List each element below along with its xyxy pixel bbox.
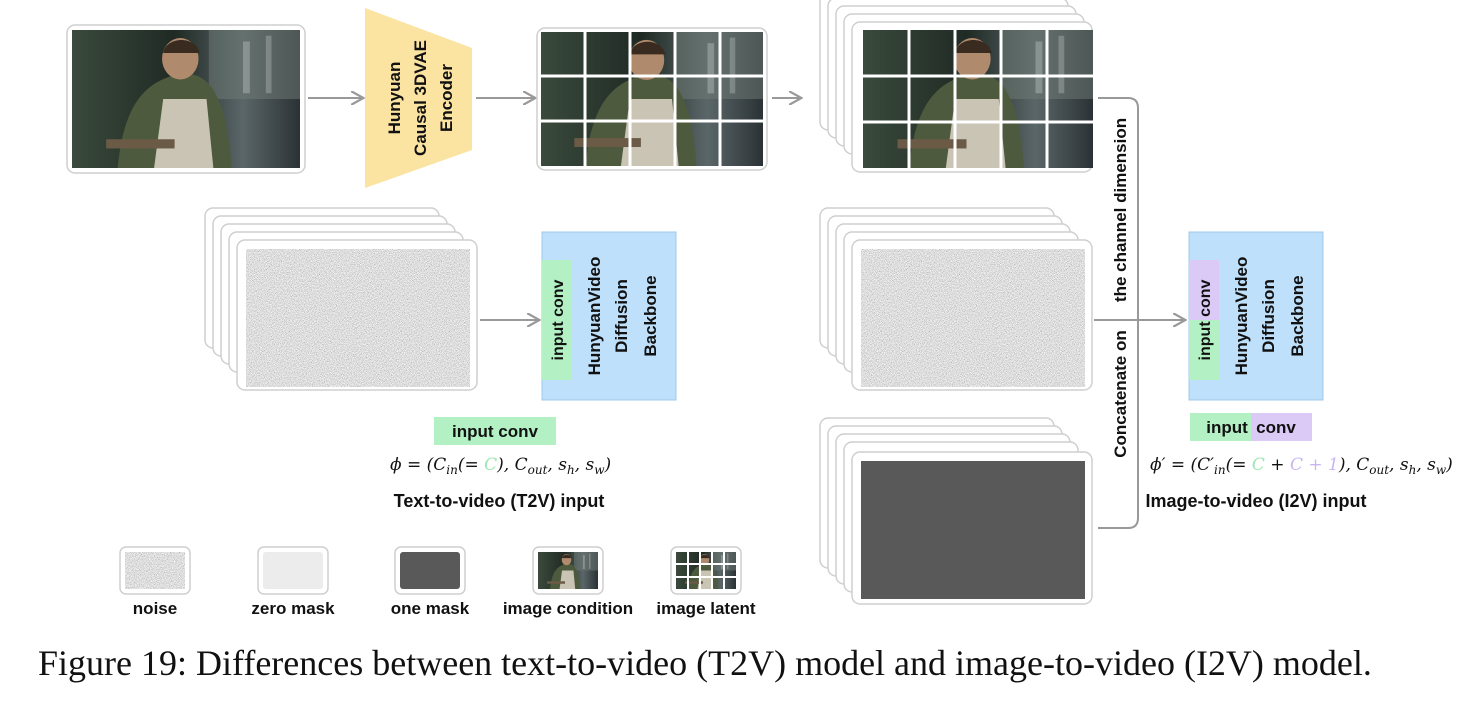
legend-one-mask: one mask: [391, 546, 470, 618]
legend-image-condition-label: image condition: [503, 599, 633, 618]
one-mask-frame: [861, 461, 1085, 599]
legend-noise-label: noise: [133, 599, 177, 618]
image-latent-stack: [819, 0, 1093, 173]
t2v-inner-conv-label: input conv: [550, 279, 567, 360]
concat-label-2: the channel dimension: [1111, 118, 1130, 302]
legend-noise: noise: [119, 546, 191, 618]
legend-zero-mask-label: zero mask: [251, 599, 335, 618]
i2v-input-conv-block: input conv: [1190, 413, 1312, 441]
concat-bracket: [1094, 97, 1184, 529]
i2v-conv-label-input: input: [1206, 418, 1248, 437]
input-video-frame: [66, 24, 306, 174]
legend-image-condition: image condition: [503, 546, 633, 618]
vae-encoder: Hunyuan Causal 3DVAE Encoder: [365, 8, 472, 188]
i2v-inner-conv-green: [1189, 320, 1219, 380]
i2v-title: Image-to-video (I2V) input: [1145, 491, 1366, 511]
i2v-inner-conv-label: input conv: [1197, 279, 1214, 360]
i2v-formula: ϕ′ = (C′in(= C + C + 1), Cout, sh, sw): [1150, 455, 1453, 477]
i2v-noise-stack: [819, 207, 1093, 391]
i2v-backbone-label-1: HunyuanVideo: [1232, 257, 1251, 376]
t2v-title: Text-to-video (T2V) input: [394, 491, 605, 511]
legend: noise zero mask one mask image condition: [119, 546, 756, 618]
legend-image-latent: image latent: [656, 546, 756, 618]
legend-zero-mask: zero mask: [251, 546, 335, 618]
encoder-label-1: Hunyuan: [385, 62, 404, 135]
image-latent-grid: [536, 27, 768, 171]
legend-image-latent-label: image latent: [656, 599, 756, 618]
i2v-backbone: input conv HunyuanVideo Diffusion Backbo…: [1188, 231, 1324, 401]
encoder-label-3: Encoder: [437, 64, 456, 132]
encoder-label-2: Causal 3DVAE: [411, 40, 430, 156]
i2v-backbone-label-3: Backbone: [1288, 275, 1307, 356]
legend-one-mask-label: one mask: [391, 599, 470, 618]
i2v-inner-conv-purple: [1189, 260, 1219, 320]
t2v-formula: ϕ = (Cin(= C), Cout, sh, sw): [390, 455, 611, 477]
figure-caption: Figure 19: Differences between text-to-v…: [38, 643, 1372, 683]
i2v-conv-label-conv: conv: [1256, 418, 1296, 437]
t2v-backbone: input conv HunyuanVideo Diffusion Backbo…: [541, 231, 677, 401]
t2v-conv-label: input conv: [452, 422, 538, 441]
i2v-mask-stack: [819, 417, 1093, 605]
t2v-noise-stack: [204, 207, 478, 391]
t2v-input-conv-block: input conv: [434, 417, 556, 445]
t2v-inner-input-conv: [542, 260, 572, 380]
encoder-trapezoid: [365, 8, 472, 188]
t2v-backbone-label-1: HunyuanVideo: [585, 257, 604, 376]
t2v-backbone-label-2: Diffusion: [612, 279, 631, 353]
i2v-backbone-label-2: Diffusion: [1259, 279, 1278, 353]
concat-label-1: Concatenate on: [1111, 330, 1130, 458]
t2v-backbone-label-3: Backbone: [641, 275, 660, 356]
